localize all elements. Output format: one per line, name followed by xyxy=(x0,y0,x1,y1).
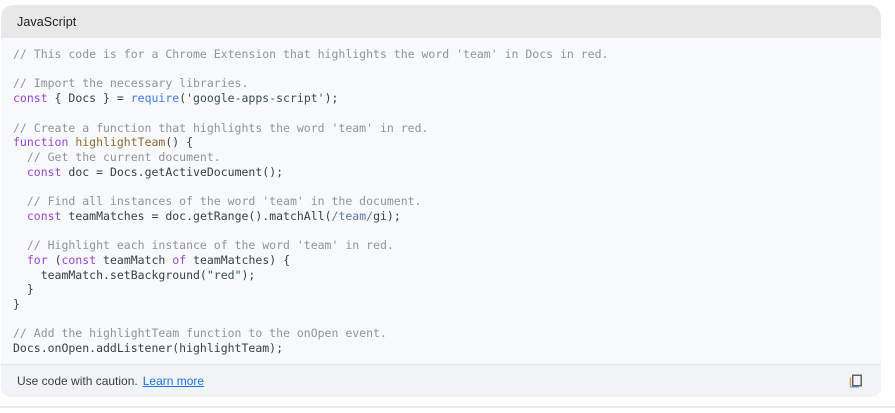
code-line: } xyxy=(13,282,869,297)
code-token: teamMatch.setBackground( xyxy=(13,267,207,282)
code-line: // This code is for a Chrome Extension t… xyxy=(13,47,869,62)
copy-code-button[interactable] xyxy=(841,367,869,395)
code-token: // Add the highlightTeam function to the… xyxy=(13,326,387,341)
language-label: JavaScript xyxy=(17,14,77,29)
code-token: const xyxy=(26,208,62,223)
code-line: const teamMatches = doc.getRange().match… xyxy=(13,209,869,224)
code-token: const xyxy=(61,252,97,267)
code-token: } xyxy=(13,282,34,297)
code-token: const xyxy=(13,91,48,106)
caution-text: Use code with caution. xyxy=(17,374,138,388)
code-line xyxy=(13,62,869,77)
code-line: const doc = Docs.getActiveDocument(); xyxy=(13,165,869,180)
code-content: // This code is for a Chrome Extension t… xyxy=(1,38,881,364)
code-token xyxy=(13,253,27,267)
code-line xyxy=(13,223,869,238)
code-token: const xyxy=(26,164,62,179)
code-token: // Create a function that highlights the… xyxy=(13,120,429,135)
code-token: } xyxy=(13,296,20,311)
code-line xyxy=(13,106,869,121)
code-token: of xyxy=(172,252,187,267)
code-token: 'google-apps-script' xyxy=(186,91,325,106)
code-token: // This code is for a Chrome Extension t… xyxy=(13,47,609,61)
code-line: // Import the necessary libraries. xyxy=(13,76,869,91)
code-token: ( xyxy=(47,252,62,267)
code-token xyxy=(13,165,27,179)
code-line xyxy=(13,179,869,194)
code-token: ); xyxy=(324,91,339,106)
code-token: // Find all instances of the word 'team'… xyxy=(13,194,422,209)
code-line: const { Docs } = require('google-apps-sc… xyxy=(13,91,869,106)
code-token: () { xyxy=(165,135,194,150)
code-token: /team/ xyxy=(331,208,374,223)
copy-icon xyxy=(846,372,865,391)
code-token: require xyxy=(130,91,180,106)
code-token: // Import the necessary libraries. xyxy=(13,76,249,91)
code-token: // Get the current document. xyxy=(13,149,221,164)
code-token: teamMatches = doc.getRange().matchAll( xyxy=(61,208,332,223)
code-line xyxy=(13,312,869,327)
code-line: // Add the highlightTeam function to the… xyxy=(13,326,869,341)
code-line: Docs.onOpen.addListener(highlightTeam); xyxy=(13,341,869,356)
code-block-card: JavaScript // This code is for a Chrome … xyxy=(1,5,881,397)
code-line: } xyxy=(13,297,869,312)
code-line: function highlightTeam() { xyxy=(13,135,869,150)
code-token: // Highlight each instance of the word '… xyxy=(13,238,394,253)
code-token: ( xyxy=(179,91,187,106)
code-token: gi); xyxy=(373,208,401,223)
code-block-footer: Use code with caution. Learn more xyxy=(1,364,881,397)
code-line: // Get the current document. xyxy=(13,150,869,165)
code-line: // Highlight each instance of the word '… xyxy=(13,238,869,253)
code-line: // Find all instances of the word 'team'… xyxy=(13,194,869,209)
page-divider xyxy=(0,406,895,408)
code-token: "red" xyxy=(206,267,242,282)
code-token: teamMatch xyxy=(96,252,173,267)
code-token: { Docs } = xyxy=(47,91,131,106)
code-block-header: JavaScript xyxy=(1,5,881,38)
code-token: teamMatches) { xyxy=(186,252,291,267)
learn-more-link[interactable]: Learn more xyxy=(142,374,205,388)
code-token: for xyxy=(26,252,48,267)
code-token: Docs.onOpen.addListener(highlightTeam); xyxy=(13,341,284,356)
code-token: ); xyxy=(241,267,256,282)
code-token: doc = Docs.getActiveDocument(); xyxy=(61,164,284,179)
code-token: function xyxy=(13,135,69,150)
code-token xyxy=(13,209,27,223)
code-line: for (const teamMatch of teamMatches) { xyxy=(13,253,869,268)
code-token: highlightTeam xyxy=(75,135,166,150)
code-line: // Create a function that highlights the… xyxy=(13,121,869,136)
code-line: teamMatch.setBackground("red"); xyxy=(13,268,869,283)
